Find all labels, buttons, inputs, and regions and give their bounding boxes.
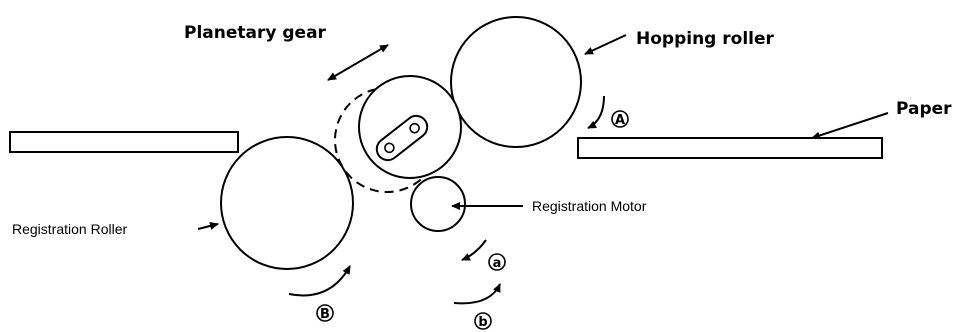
registration-motor-label: Registration Motor — [532, 198, 647, 214]
rotation-arrow-a — [461, 239, 487, 261]
marker-A-text: A — [615, 113, 625, 128]
hopping-roller-leader-arrow — [584, 34, 627, 55]
registration-roller-label: Registration Roller — [12, 221, 127, 237]
marker-a-text: a — [493, 256, 502, 271]
paper-strip-left — [9, 131, 239, 153]
rotation-arrow-B — [288, 265, 351, 297]
hopping-roller-label: Hopping roller — [636, 29, 775, 49]
marker-b-circle — [474, 312, 492, 330]
registration-roller-leader-arrow — [197, 222, 219, 230]
paper-strip-right — [577, 137, 883, 159]
rotation-arrow-A — [587, 95, 605, 129]
marker-a-circle — [488, 253, 506, 271]
hopping-roller — [450, 16, 582, 148]
marker-A-circle — [611, 110, 629, 128]
rotation-arrow-b — [453, 283, 501, 305]
paper-leader-arrow — [811, 112, 889, 140]
marker-B-text: B — [320, 307, 330, 322]
registration-motor — [410, 176, 466, 232]
planetary-gear-label: Planetary gear — [184, 23, 327, 43]
paper-label: Paper — [896, 99, 952, 119]
registration-roller — [220, 136, 354, 270]
marker-B-circle — [316, 304, 334, 322]
gear-link-plate — [375, 114, 429, 162]
planetary-gear-swing-arrow — [327, 44, 389, 81]
marker-b-text: b — [478, 315, 487, 330]
